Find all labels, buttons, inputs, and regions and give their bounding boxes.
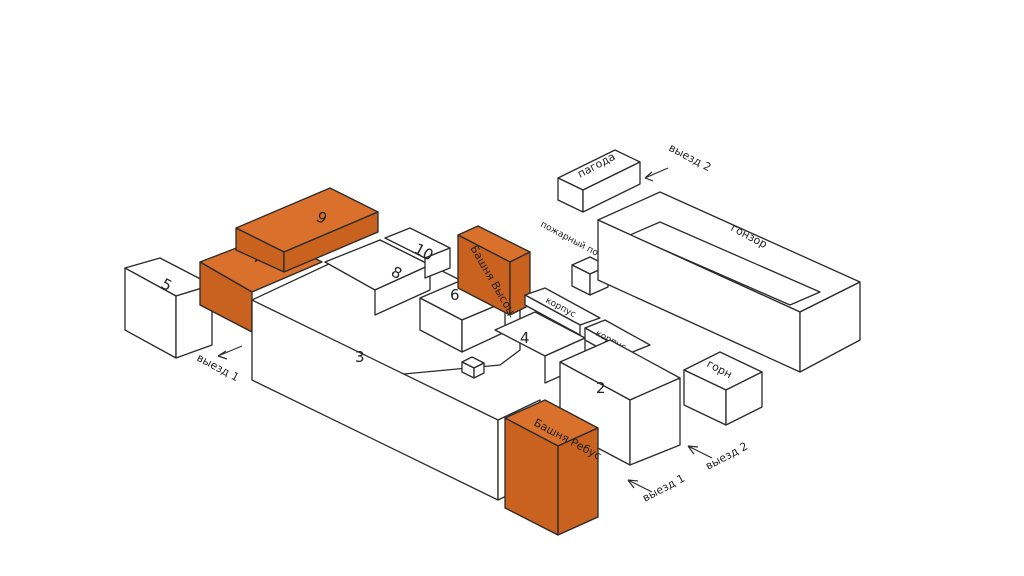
building-5: 5	[124, 257, 213, 359]
exit1-bottom-label: выезд 1	[640, 472, 687, 505]
building-3-label: 3	[355, 348, 365, 366]
building-6: 6	[419, 279, 506, 353]
small-cube	[461, 356, 485, 379]
gorn: горн	[683, 351, 763, 426]
building-4-label: 4	[520, 329, 530, 347]
exit1-top-label: выезд 1	[195, 351, 242, 384]
gonsor: гонзор	[597, 191, 861, 373]
exit-arrow-left-1: выезд 1	[195, 345, 243, 384]
exit2-top-label: выезд 2	[667, 141, 714, 174]
pagoda: пагода	[557, 149, 641, 213]
exit2-bottom-label: выезд 2	[703, 440, 750, 473]
tower-rebus[interactable]: Башня Ребус	[504, 399, 603, 536]
exit-arrow-top-2: выезд 2	[644, 141, 714, 182]
building-8: 8	[324, 239, 431, 316]
building-9[interactable]: 9	[235, 187, 379, 273]
korpus-a: корпус	[524, 287, 601, 336]
building-2-label: 2	[596, 379, 606, 397]
exit-arrow-bottom-2: выезд 2	[687, 440, 750, 473]
building-6-label: 6	[450, 286, 460, 304]
exit-arrow-bottom-1: выезд 1	[627, 472, 687, 505]
building-2: 2	[559, 339, 681, 466]
